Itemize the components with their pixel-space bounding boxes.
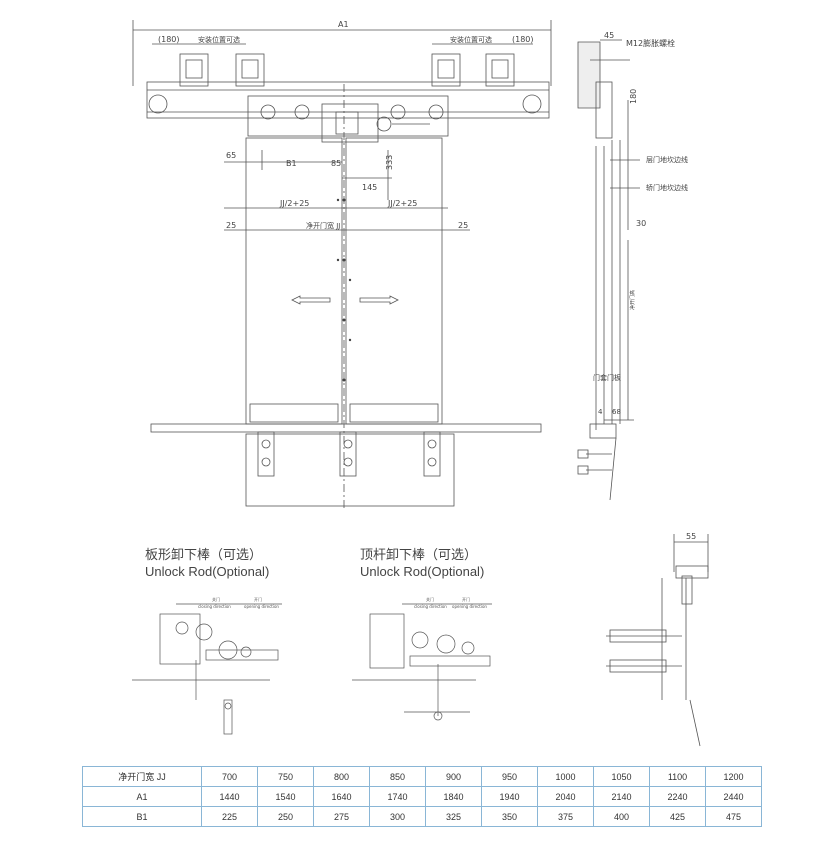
plate-rod-title-en: Unlock Rod(Optional) <box>145 564 270 579</box>
table-cell: 1050 <box>593 766 650 787</box>
table-cell: 1000 <box>537 766 594 787</box>
table-cell: 1440 <box>201 786 258 807</box>
door-height-label: 净开门高 <box>629 290 636 310</box>
landing-sill-line: 层门地坎边线 <box>646 155 688 164</box>
bar-opening-direction: opening direction <box>452 604 487 609</box>
mount-note-left: 安装位置可选 <box>198 35 240 44</box>
table-cell: 400 <box>593 806 650 827</box>
detail-dim-55: 55 <box>686 532 696 541</box>
table-cell: 2040 <box>537 786 594 807</box>
bar-label-guan: 关门 <box>426 596 434 602</box>
table-cell: 375 <box>537 806 594 827</box>
table-cell: 250 <box>257 806 314 827</box>
door-panel-label: 门套门板 <box>593 373 621 382</box>
table-cell: 325 <box>425 806 482 827</box>
table-cell: 1100 <box>649 766 706 787</box>
mount-note-right: 安装位置可选 <box>450 35 492 44</box>
table-cell: 850 <box>369 766 426 787</box>
bolt-label: M12膨胀螺栓 <box>626 38 675 48</box>
table-cell: 350 <box>481 806 538 827</box>
dim-25-right: 25 <box>458 221 468 230</box>
bar-rod-title-en: Unlock Rod(Optional) <box>360 564 485 579</box>
bar-rod-title-cn: 顶杆卸下棒（可选） <box>360 548 478 563</box>
table-cell: 425 <box>649 806 706 827</box>
row-label: B1 <box>82 806 202 827</box>
table-cell: 275 <box>313 806 370 827</box>
dim-jj2-right: JJ/2+25 <box>387 199 417 208</box>
table-cell: 800 <box>313 766 370 787</box>
plate-rod-title-cn: 板形卸下棒（可选） <box>145 548 263 563</box>
table-cell: 1200 <box>705 766 762 787</box>
side-dim-45: 45 <box>604 31 614 40</box>
table-cell: 2140 <box>593 786 650 807</box>
dim-b1: B1 <box>286 159 297 168</box>
table-cell: 225 <box>201 806 258 827</box>
plate-label-guan: 关门 <box>212 596 220 602</box>
dim-jj2-left: JJ/2+25 <box>279 199 309 208</box>
table-cell: 1840 <box>425 786 482 807</box>
table-cell: 1940 <box>481 786 538 807</box>
table-cell: 1640 <box>313 786 370 807</box>
table-cell: 1740 <box>369 786 426 807</box>
dim-145: 145 <box>362 183 377 192</box>
row-label: A1 <box>82 786 202 807</box>
table-cell: 950 <box>481 766 538 787</box>
plate-closing-direction: closing direction <box>198 604 231 609</box>
row-label: 净开门宽 JJ <box>82 766 202 787</box>
dim-85: 85 <box>331 159 341 168</box>
side-dim-68: 68 <box>612 408 621 416</box>
side-dim-180: 180 <box>629 89 638 104</box>
table-cell: 750 <box>257 766 314 787</box>
dim-180-right: (180) <box>512 35 534 44</box>
table-cell: 2440 <box>705 786 762 807</box>
plate-opening-direction: opening direction <box>244 604 279 609</box>
dim-65: 65 <box>226 151 236 160</box>
table-cell: 2240 <box>649 786 706 807</box>
dim-180-left: (180) <box>158 35 180 44</box>
table-cell: 475 <box>705 806 762 827</box>
dim-333: 333 <box>385 155 394 170</box>
dim-a1: A1 <box>338 20 349 29</box>
table-cell: 1540 <box>257 786 314 807</box>
side-dim-4: 4 <box>598 408 603 416</box>
table-cell: 900 <box>425 766 482 787</box>
plate-label-kai: 开门 <box>254 596 262 602</box>
side-dim-30: 30 <box>636 219 646 228</box>
car-sill-line: 轿门地坎边线 <box>646 183 688 192</box>
clear-width-label: 净开门宽 JJ <box>306 221 340 230</box>
table-cell: 300 <box>369 806 426 827</box>
dim-25-left: 25 <box>226 221 236 230</box>
bar-label-kai: 开门 <box>462 596 470 602</box>
bar-closing-direction: closing direction <box>414 604 447 609</box>
table-cell: 700 <box>201 766 258 787</box>
